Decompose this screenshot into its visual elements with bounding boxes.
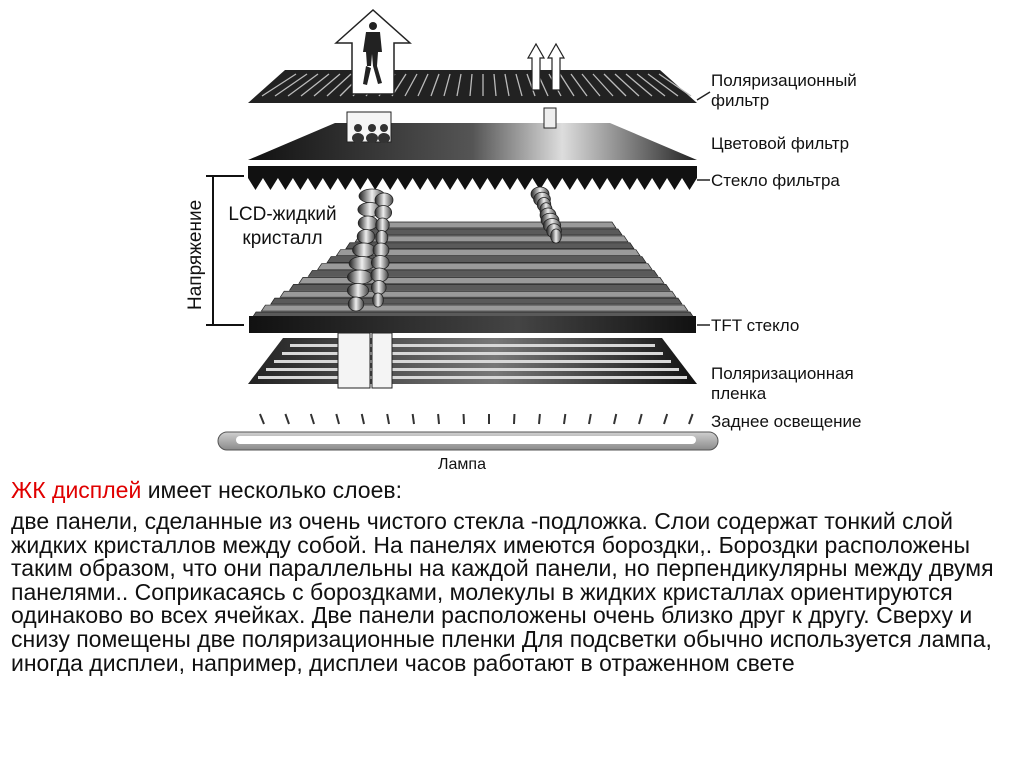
lcd-layers-diagram: Поляризационный фильтр Цветовой фильтр С…	[185, 8, 862, 473]
polarizing-filter-layer	[248, 70, 697, 103]
tft-glass-layer	[249, 316, 696, 333]
diagram-drawing	[206, 8, 719, 451]
backlight-rays	[259, 413, 694, 425]
liquid-crystal-twist-left	[346, 188, 394, 312]
color-filter-layer	[248, 123, 697, 160]
label-lamp: Лампа	[438, 456, 486, 473]
label-tft-glass: TFT стекло	[711, 316, 800, 335]
small-light-arrows	[526, 42, 566, 129]
audience-icon	[352, 124, 390, 143]
label-polarizing-filter: Поляризационный фильтр	[711, 71, 857, 110]
liquid-crystal-twist-right	[530, 186, 562, 244]
label-filter-glass: Стекло фильтра	[711, 171, 840, 190]
label-voltage: Напряжение	[185, 199, 206, 310]
person-icon	[363, 22, 382, 85]
label-polarizing-film: Поляризационная пленка	[711, 364, 854, 403]
voltage-bracket	[206, 175, 244, 326]
filter-glass-layer	[248, 166, 697, 190]
description-block: ЖК дисплей имеет несколько слоев: две па…	[11, 476, 1016, 675]
light-path	[337, 332, 371, 389]
label-lcd: LCD-жидкий кристалл	[228, 204, 337, 249]
polarizing-film-layer	[248, 338, 697, 384]
body-paragraph: две панели, сделанные из очень чистого с…	[11, 508, 994, 676]
light-output-arrow	[334, 8, 412, 143]
lamp-icon	[217, 431, 719, 451]
label-color-filter: Цветовой фильтр	[711, 134, 850, 153]
heading-highlight: ЖК дисплей	[11, 477, 142, 503]
light-path	[371, 332, 393, 389]
heading-rest: имеет несколько слоев:	[141, 477, 402, 503]
label-leaders	[696, 91, 711, 326]
section-heading: ЖК дисплей имеет несколько слоев:	[11, 476, 1016, 504]
label-backlight: Заднее освещение	[711, 412, 862, 431]
